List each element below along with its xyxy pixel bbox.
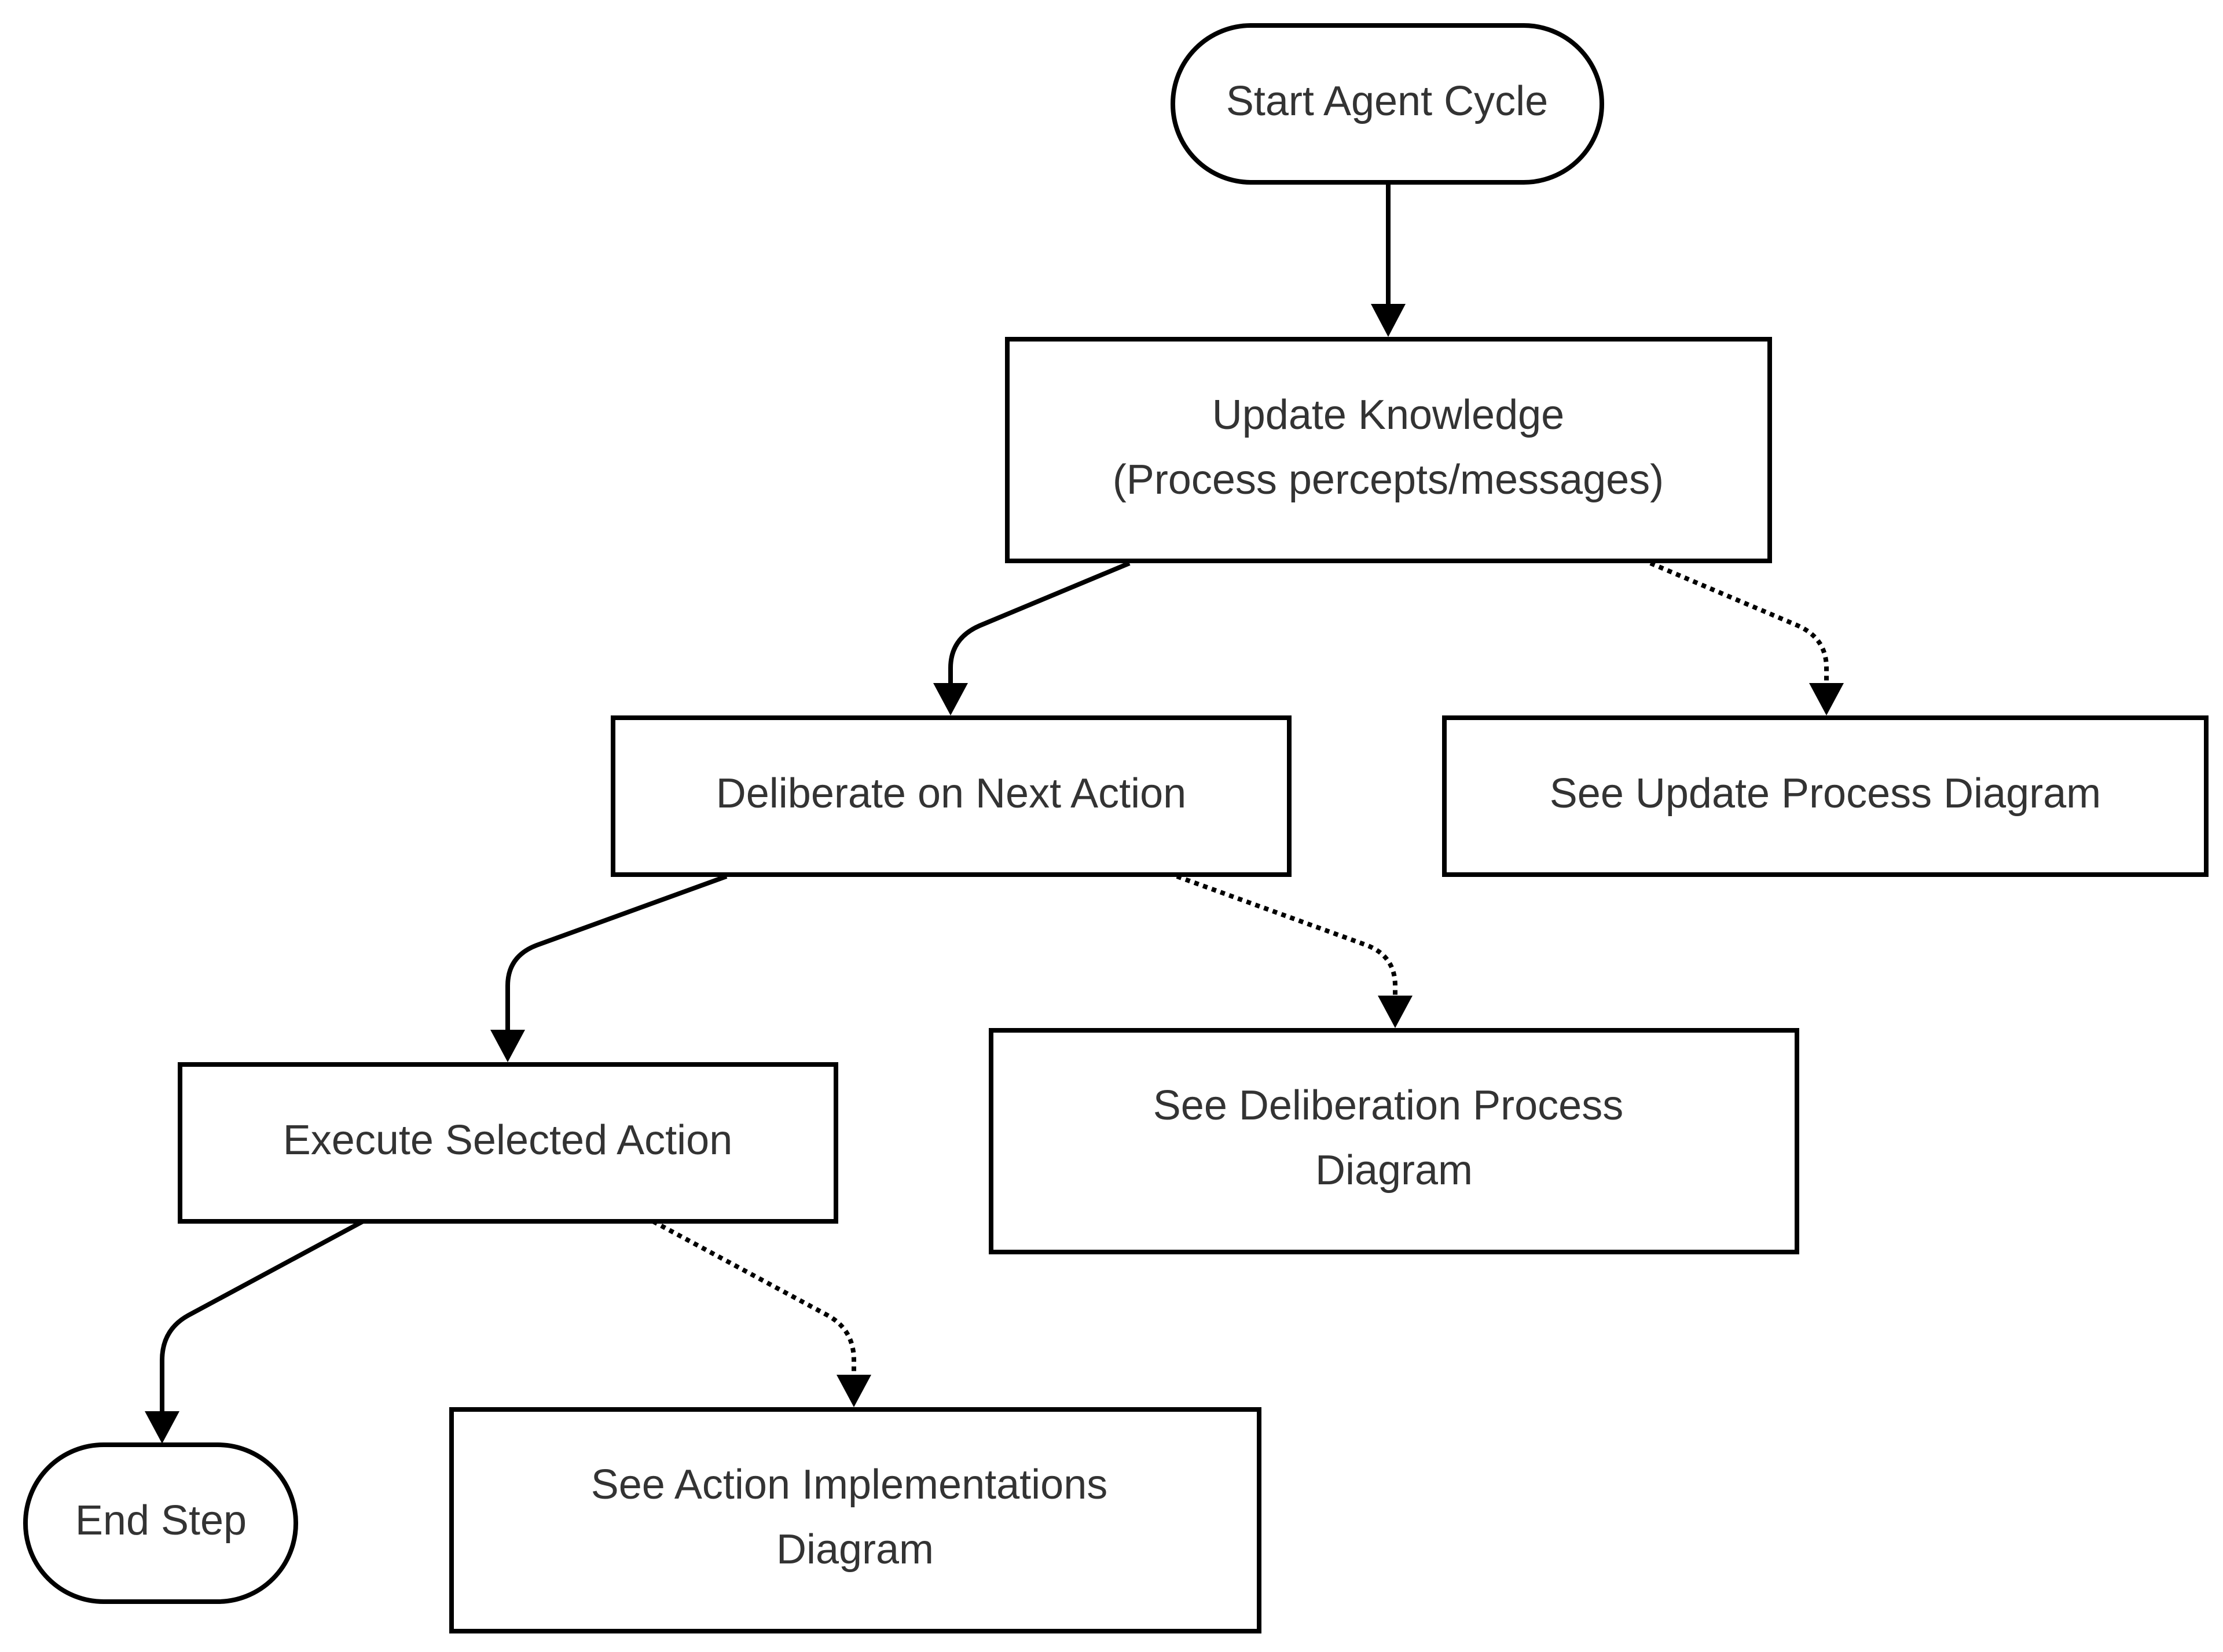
edge-deliberate-to-execute	[490, 874, 728, 1062]
node-start-agent-cycle: Start Agent Cycle	[1171, 23, 1604, 185]
node-label-line-1: See Action Implementations	[591, 1462, 1108, 1508]
node-label: See Update Process Diagram	[1550, 770, 2101, 817]
node-label-line-2: Diagram	[776, 1526, 934, 1573]
node-label: End Step	[75, 1497, 247, 1544]
terminal-shape	[1171, 23, 1604, 185]
terminal-shape	[23, 1442, 298, 1604]
node-update-process-ref: See Update Process Diagram	[1442, 715, 2209, 877]
node-action-implementations-ref: See Action Implementations Diagram	[449, 1407, 1261, 1633]
process-shape	[1442, 715, 2209, 877]
edges	[145, 182, 1844, 1444]
node-label-line-2: Diagram	[1315, 1147, 1473, 1194]
node-deliberate: Deliberate on Next Action	[611, 715, 1292, 877]
edge-execute-to-end	[145, 1219, 364, 1444]
edge-update-knowledge-to-deliberate	[933, 561, 1131, 715]
process-shape	[611, 715, 1292, 877]
node-label: Start Agent Cycle	[1226, 78, 1548, 124]
process-shape	[1005, 337, 1772, 563]
node-deliberation-process-ref: See Deliberation Process Diagram	[989, 1028, 1799, 1254]
process-shape	[989, 1028, 1799, 1254]
node-label: Deliberate on Next Action	[716, 770, 1186, 817]
process-shape	[178, 1062, 838, 1224]
edge-execute-to-action-ref	[652, 1219, 871, 1407]
edge-start-to-update-knowledge	[1371, 182, 1406, 337]
edge-deliberate-to-deliberation-ref	[1176, 874, 1413, 1028]
process-shape	[449, 1407, 1261, 1633]
node-label-line-1: See Deliberation Process	[1153, 1082, 1623, 1129]
node-label-line-1: Update Knowledge	[1212, 392, 1564, 438]
node-execute: Execute Selected Action	[178, 1062, 838, 1224]
node-label: Execute Selected Action	[283, 1117, 733, 1163]
node-update-knowledge: Update Knowledge (Process percepts/messa…	[1005, 337, 1772, 563]
nodes: Start Agent Cycle Update Knowledge (Proc…	[23, 23, 2209, 1633]
node-end-step: End Step	[23, 1442, 298, 1604]
edge-update-knowledge-to-update-ref	[1649, 561, 1844, 715]
node-label-line-2: (Process percepts/messages)	[1113, 457, 1664, 503]
